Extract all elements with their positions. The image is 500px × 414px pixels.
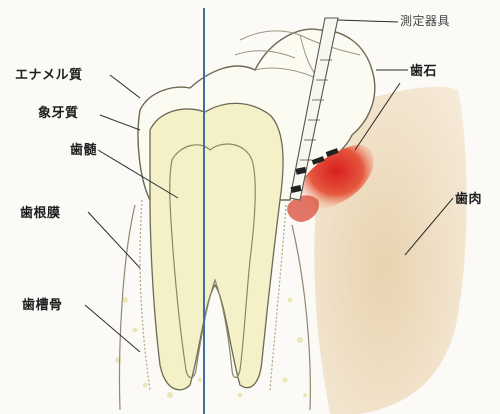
calculus-deposit-lower	[287, 195, 319, 222]
label-calculus: 歯石	[410, 60, 437, 79]
label-alveolar-bone: 歯槽骨	[22, 294, 63, 313]
label-dentin: 象牙質	[38, 102, 79, 121]
label-periodontal-ligament: 歯根膜	[20, 202, 61, 221]
label-enamel: エナメル質	[15, 64, 83, 83]
label-gum: 歯肉	[455, 188, 482, 207]
alveolar-bone-speckles	[115, 297, 307, 398]
label-probe: 測定器具	[400, 12, 450, 29]
label-pulp: 歯髄	[70, 139, 97, 158]
